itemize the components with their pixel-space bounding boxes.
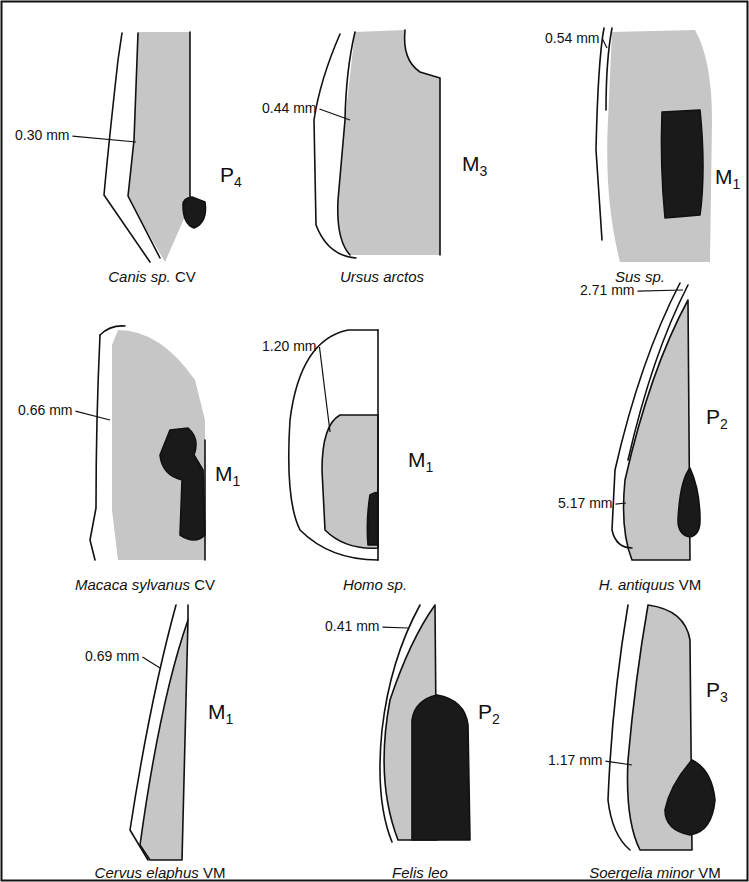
enamel-thickness: 0.44 mm [262,100,316,116]
enamel-thickness: 0.69 mm [85,648,139,664]
species-name: Felis leo [392,864,448,881]
canis-section [104,32,206,262]
enamel-thickness: 0.54 mm [545,30,599,46]
species-name: Canis sp. CV [108,268,196,285]
tooth-label: P2 [706,405,728,432]
tooth-label: M3 [462,152,487,179]
enamel-thickness: 2.71 mm [580,282,634,298]
leader-line [319,109,350,120]
soergelia-section [608,605,715,850]
leader-line [319,347,330,432]
antiquus-section [612,283,700,560]
tooth-label: P2 [478,700,500,727]
tooth-label: M1 [215,462,240,489]
sus-section [596,28,712,262]
tooth-label: M1 [715,165,740,192]
leader-line [605,761,632,765]
species-name: H. antiquus VM [599,576,702,593]
macaca-section [90,326,205,560]
enamel-thickness: 0.30 mm [15,127,69,143]
leader-line [142,657,160,668]
leader-line [637,290,683,291]
species-name: Cervus elaphus VM [95,864,226,881]
leader-line [615,503,626,504]
enamel-thickness: 0.66 mm [18,402,72,418]
cervus-section [130,605,188,860]
ursus-section [314,30,440,258]
tooth-label: P4 [220,163,242,190]
leader-line [72,136,136,142]
leader-line [75,411,110,420]
felis-section [380,605,470,842]
enamel-thickness: 1.20 mm [262,338,316,354]
species-name: Homo sp. [343,576,407,593]
enamel-thickness: 0.41 mm [325,618,379,634]
homo-section [289,330,378,560]
enamel-thickness: 1.17 mm [548,752,602,768]
species-name: Soergelia minor VM [589,864,721,881]
tooth-label: M1 [408,448,433,475]
tooth-label: M1 [208,700,233,727]
species-name: Ursus arctos [340,268,424,285]
leader-line [382,626,408,628]
tooth-label: P3 [706,678,728,705]
leader-line [602,39,607,48]
species-name: Macaca sylvanus CV [75,576,215,593]
enamel-thickness: 5.17 mm [558,495,612,511]
